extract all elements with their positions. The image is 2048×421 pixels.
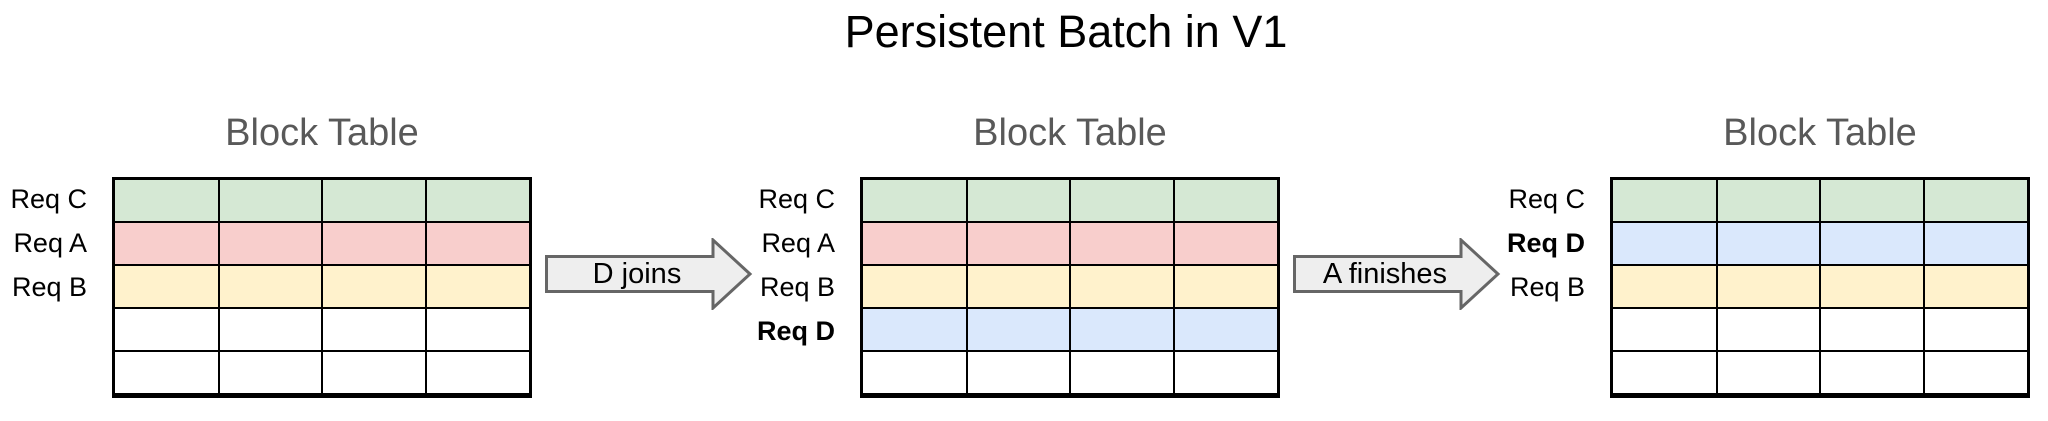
right-arrow-icon <box>545 238 753 310</box>
d-joins-arrow: D joins <box>545 238 753 310</box>
block-table-group-3: Block Table Req C Req D Req B <box>1507 112 2030 398</box>
column-divider <box>1715 180 1718 395</box>
row-labels: Req C Req A Req B Req D <box>670 177 860 398</box>
row-label-empty <box>670 354 835 398</box>
a-finishes-label: A finishes <box>1322 257 1448 290</box>
block-table-heading: Block Table <box>973 112 1167 154</box>
row-label-req-b: Req B <box>759 272 835 302</box>
column-divider <box>321 180 323 395</box>
block-table-heading: Block Table <box>1723 112 1917 154</box>
row-label-req-c: Req C <box>1508 183 1585 214</box>
block-table-heading: Block Table <box>225 112 419 154</box>
column-divider <box>424 180 427 395</box>
column-divider <box>1819 180 1821 395</box>
a-finishes-arrow: A finishes <box>1293 238 1501 310</box>
row-label-req-a: Req A <box>761 227 835 258</box>
row-label-req-c: Req C <box>10 183 87 214</box>
row-label-req-c: Req C <box>758 183 835 214</box>
row-labels: Req C Req D Req B <box>1420 177 1610 398</box>
block-table-grid <box>860 177 1280 398</box>
row-label-empty <box>0 310 87 354</box>
column-divider <box>1922 180 1925 395</box>
row-label-req-b: Req B <box>1509 272 1585 302</box>
column-divider <box>1172 180 1175 395</box>
right-arrow-icon <box>1293 238 1501 310</box>
row-label-empty <box>1420 310 1585 354</box>
row-label-empty <box>1420 354 1585 398</box>
column-divider <box>217 180 220 395</box>
page-title: Persistent Batch in V1 <box>844 6 1288 57</box>
block-table-grid <box>112 177 532 398</box>
row-label-req-a: Req A <box>13 227 87 258</box>
row-labels: Req C Req A Req B <box>0 177 112 398</box>
row-label-req-d: Req D <box>756 316 835 347</box>
block-table-group-2: Block Table Req C Req A Req B Req D <box>757 112 1280 398</box>
row-label-req-d: Req D <box>1506 227 1585 258</box>
row-label-empty <box>0 354 87 398</box>
column-divider <box>965 180 968 395</box>
column-divider <box>1069 180 1071 395</box>
block-table-grid <box>1610 177 2030 398</box>
d-joins-label: D joins <box>592 257 682 290</box>
block-table-group-1: Block Table Req C Req A Req B <box>10 112 532 398</box>
row-label-req-b: Req B <box>11 272 87 302</box>
